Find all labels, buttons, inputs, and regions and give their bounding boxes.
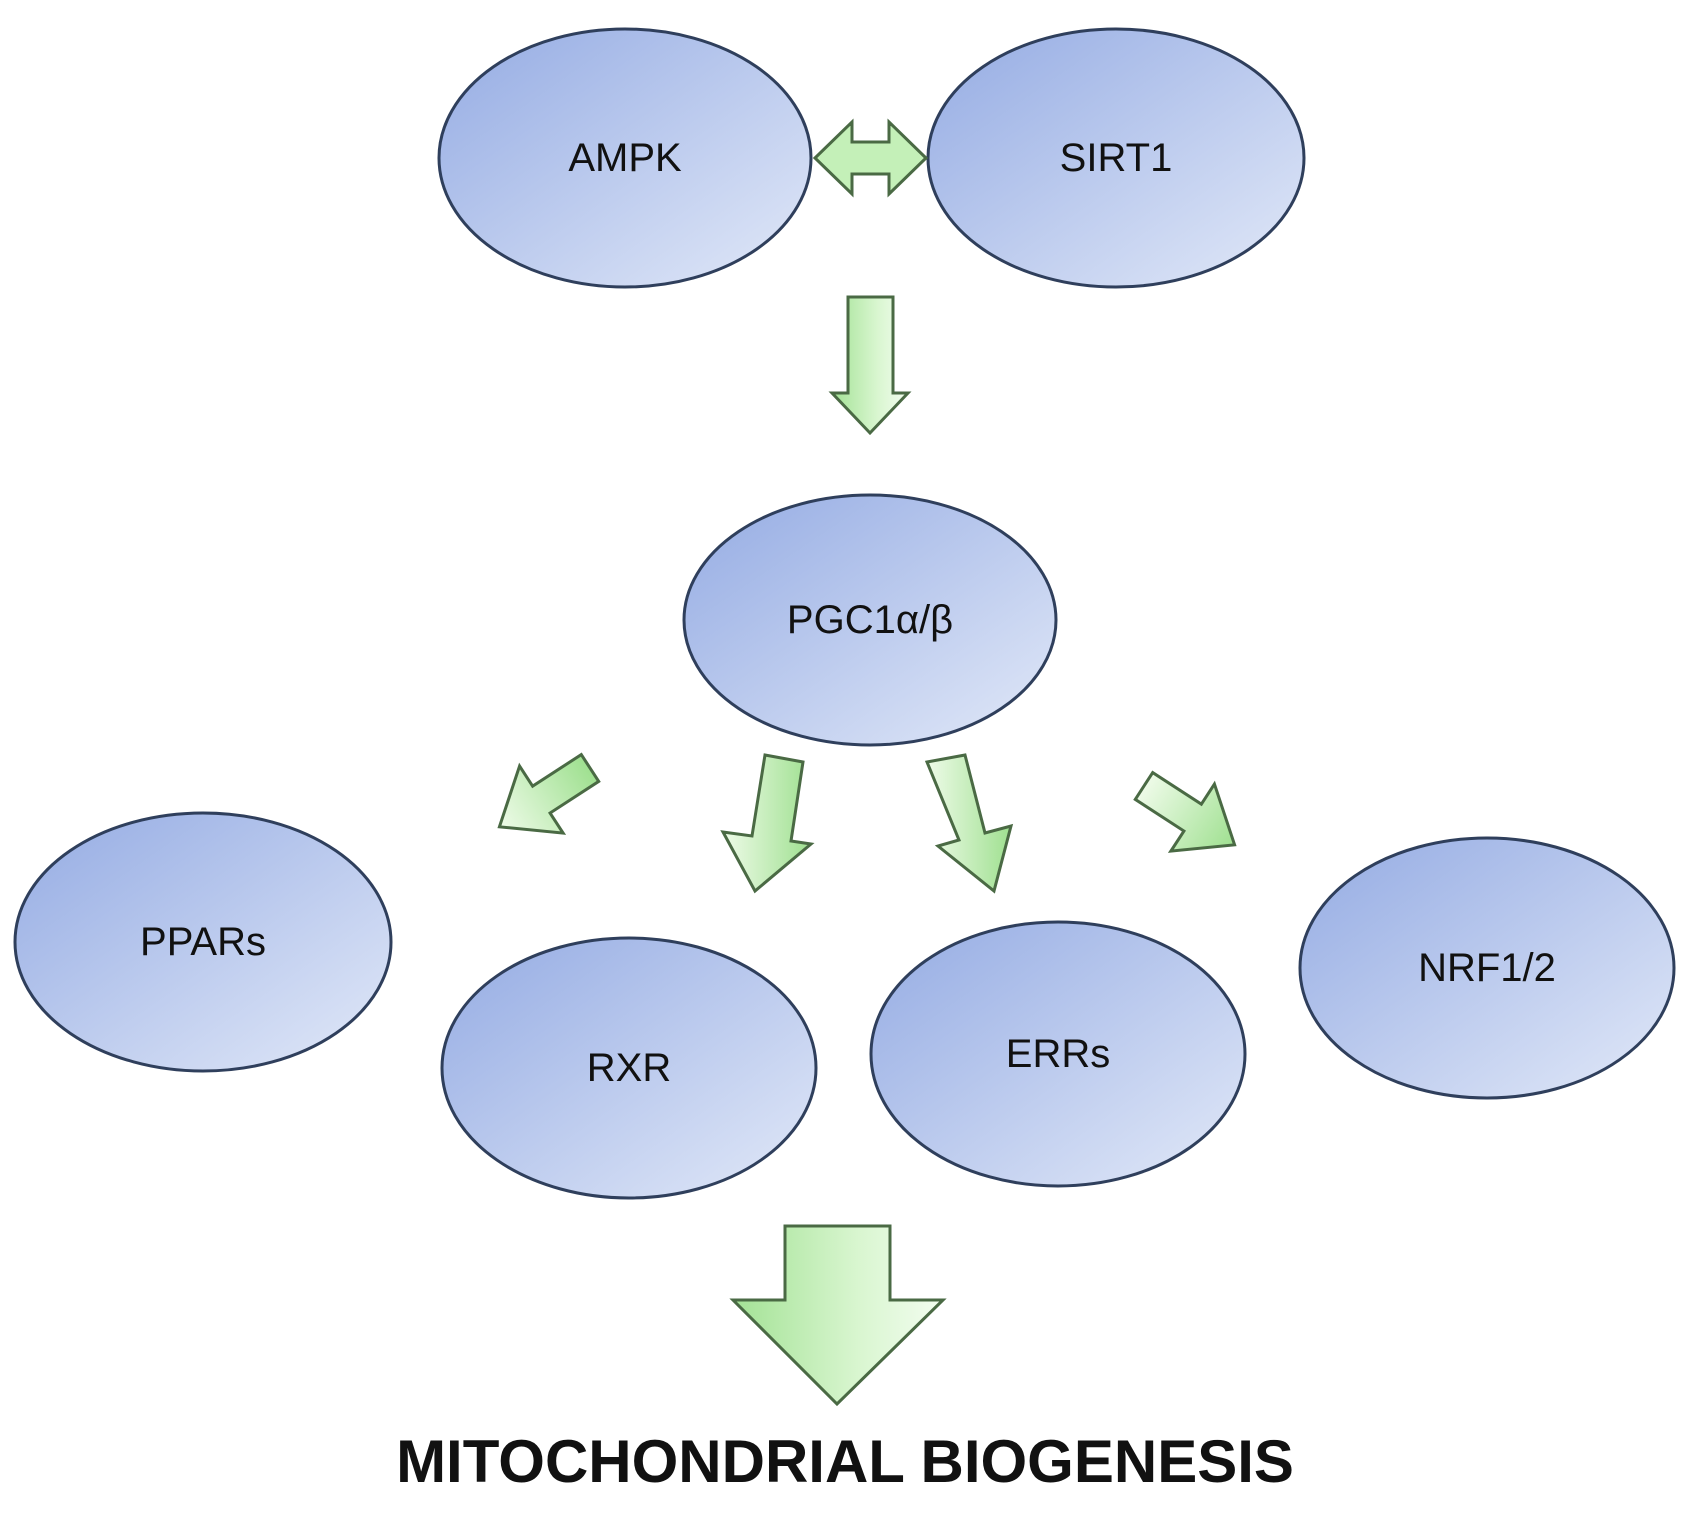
node-pgc1: PGC1α/β xyxy=(682,493,1058,747)
node-errs-label: ERRs xyxy=(1006,1032,1110,1076)
double-arrow-ampk-sirt1 xyxy=(812,118,929,198)
arrow-down-to-pgc1 xyxy=(828,295,912,436)
arrow-to-errs xyxy=(924,753,1014,894)
outcome-label: MITOCHONDRIAL BIOGENESIS xyxy=(396,1428,1294,1495)
node-nrf-label: NRF1/2 xyxy=(1418,946,1556,990)
node-sirt1: SIRT1 xyxy=(926,27,1306,289)
arrow-to-ppars xyxy=(497,752,601,835)
node-errs: ERRs xyxy=(869,920,1247,1188)
node-sirt1-label: SIRT1 xyxy=(1060,136,1173,180)
arrow-down-to-outcome xyxy=(729,1224,947,1407)
node-ppars: PPARs xyxy=(13,811,393,1073)
node-nrf: NRF1/2 xyxy=(1298,836,1676,1100)
arrow-to-nrf xyxy=(1133,770,1237,853)
node-ampk: AMPK xyxy=(437,27,813,289)
node-rxr-label: RXR xyxy=(587,1046,671,1090)
arrow-to-rxr xyxy=(720,753,815,894)
node-ampk-label: AMPK xyxy=(568,136,682,180)
node-pgc1-label: PGC1α/β xyxy=(787,598,953,642)
node-rxr: RXR xyxy=(440,936,818,1200)
node-ppars-label: PPARs xyxy=(140,920,266,964)
